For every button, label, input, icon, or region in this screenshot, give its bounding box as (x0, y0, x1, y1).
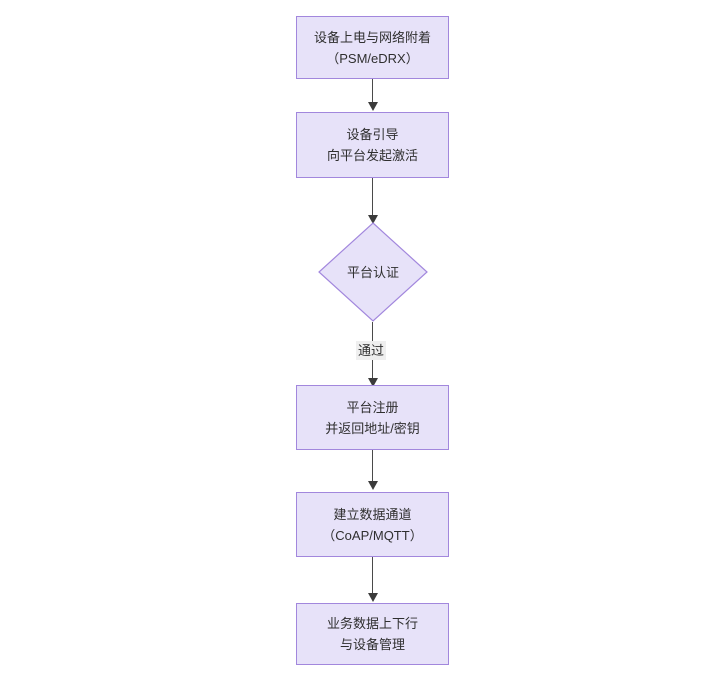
arrowhead-n3-n4 (368, 378, 378, 387)
flow-node-device-power-on[interactable]: 设备上电与网络附着 （PSM/eDRX） (296, 16, 449, 79)
arrowhead-n2-n3 (368, 215, 378, 224)
flow-node-line-1: 设备引导 (346, 127, 399, 142)
flow-node-device-bootstrap[interactable]: 设备引导 向平台发起激活 (296, 112, 449, 178)
flow-node-line-2: 与设备管理 (339, 637, 405, 652)
connector-n4-n5 (372, 450, 373, 483)
connector-n5-n6 (372, 557, 373, 595)
flow-node-platform-auth-decision[interactable]: 平台认证 (318, 222, 428, 322)
arrowhead-n5-n6 (368, 593, 378, 602)
connector-n1-n2 (372, 79, 373, 104)
flow-node-line-1: 建立数据通道 (333, 506, 412, 522)
arrowhead-n4-n5 (368, 481, 378, 490)
diamond-shape-icon (318, 222, 428, 322)
edge-label-pass: 通过 (356, 341, 387, 360)
flow-node-line-1: 业务数据上下行 (326, 616, 418, 631)
flow-node-line-2: 向平台发起激活 (326, 148, 418, 163)
flow-node-line-2: 并返回地址/密钥 (325, 420, 420, 436)
flow-node-establish-data-channel[interactable]: 建立数据通道 （CoAP/MQTT） (296, 492, 449, 557)
flow-node-line-1: 设备上电与网络附着 (313, 29, 431, 45)
flow-node-line-2: （CoAP/MQTT） (322, 527, 423, 543)
flow-node-platform-register[interactable]: 平台注册 并返回地址/密钥 (296, 385, 449, 450)
arrowhead-n1-n2 (368, 102, 378, 111)
flow-node-line-1: 平台注册 (346, 399, 399, 415)
flow-node-line-2: （PSM/eDRX） (326, 50, 419, 66)
connector-n2-n3 (372, 178, 373, 218)
flow-node-line-1: 平台认证 (346, 264, 399, 280)
flow-node-business-data-and-device-mgmt[interactable]: 业务数据上下行 与设备管理 (296, 603, 449, 665)
